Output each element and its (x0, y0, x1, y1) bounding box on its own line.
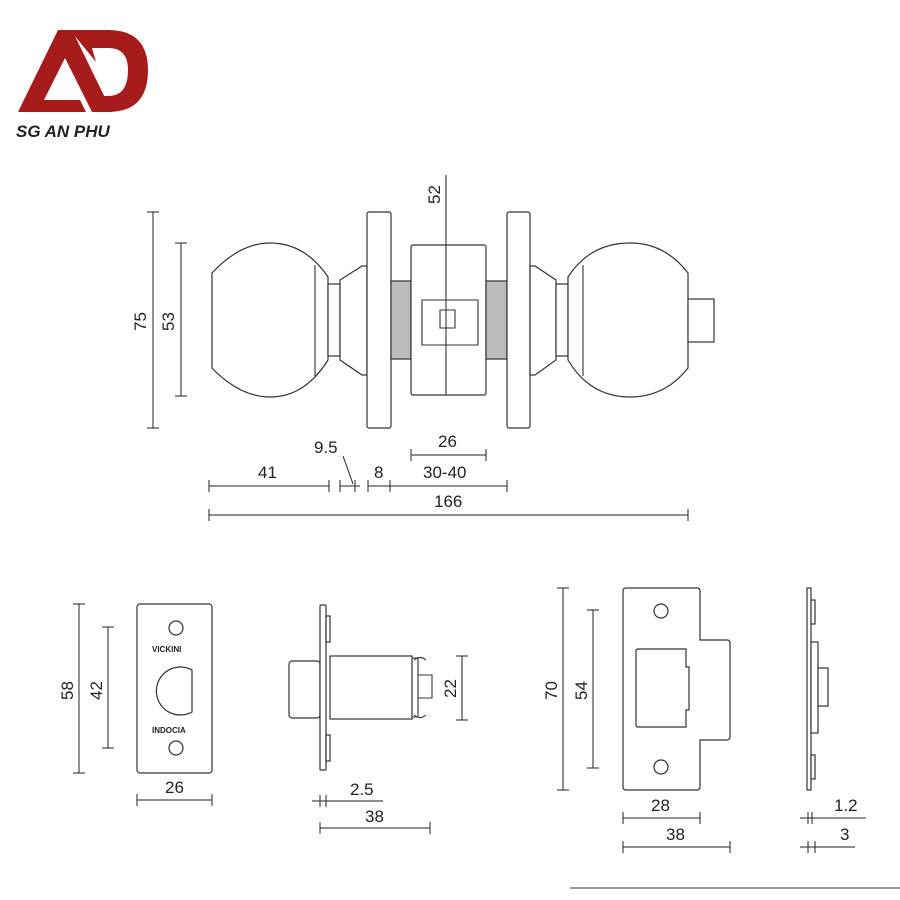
dim-26-latch: 26 (165, 778, 184, 797)
turn-button (687, 298, 715, 343)
dim-26-chassis: 26 (438, 432, 457, 451)
left-rose (366, 211, 392, 429)
dim-2-5: 2.5 (350, 780, 374, 799)
latch-bolt (288, 660, 321, 719)
latch-plate-edge (319, 604, 327, 771)
strike-side-view: 1.2 3 (800, 587, 866, 853)
right-spindle-thread (485, 280, 508, 360)
dim-1-2: 1.2 (834, 796, 858, 815)
dim-38-latch: 38 (365, 807, 384, 826)
dim-53: 53 (159, 312, 178, 331)
strike-plate-view: 70 54 28 38 (542, 587, 731, 853)
left-neck (327, 283, 341, 357)
right-knob (567, 242, 689, 398)
left-spindle-thread (390, 280, 412, 360)
latch-body (329, 655, 413, 720)
dim-75: 75 (131, 312, 150, 331)
strike-opening (635, 648, 690, 728)
logo-text: SG AN PHU (16, 122, 111, 141)
dim-9-5: 9.5 (314, 438, 338, 457)
screw-hole (653, 759, 669, 775)
latch-side-view: 22 2.5 38 (288, 604, 468, 834)
dim-8: 8 (374, 463, 383, 482)
dim-3: 3 (840, 825, 849, 844)
dim-166: 166 (434, 492, 462, 511)
logo: SG AN PHU (16, 30, 148, 141)
dim-70: 70 (542, 681, 561, 700)
right-rose (506, 211, 531, 429)
dim-58: 58 (58, 681, 77, 700)
dim-54: 54 (572, 681, 591, 700)
bolt-opening (155, 666, 193, 716)
dim-38-strike: 38 (666, 825, 685, 844)
logo-d-mark (70, 30, 148, 112)
latch-faceplate-view: VICKINI INDOCIA 58 42 26 (58, 603, 213, 806)
dim-30-40: 30-40 (423, 463, 466, 482)
dim-42: 42 (87, 681, 106, 700)
screw-hole (168, 620, 184, 636)
left-knob (211, 242, 329, 398)
dim-41: 41 (258, 463, 277, 482)
screw-hole (653, 603, 669, 619)
dim-22: 22 (441, 679, 460, 698)
knob-lock-top-view: 52 75 53 26 41 9.5 8 30-40 166 (131, 175, 715, 521)
screw-hole (168, 740, 184, 756)
dim-28: 28 (651, 796, 670, 815)
stamp-top: VICKINI (152, 645, 181, 654)
logo-a-mark (18, 30, 112, 112)
stamp-bottom: INDOCIA (152, 726, 186, 735)
dim-52: 52 (425, 185, 444, 204)
